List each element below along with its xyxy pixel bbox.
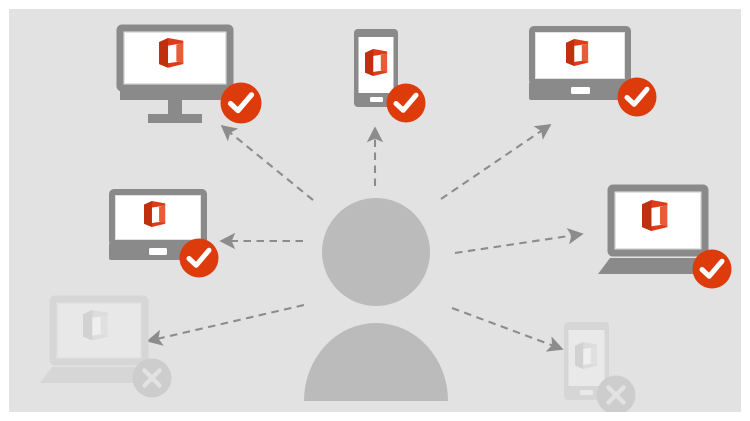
office-logo-icon	[159, 38, 184, 68]
device-desktop-top-left[interactable]	[116, 24, 264, 130]
office-logo-icon	[83, 310, 108, 341]
office-logo-icon	[566, 39, 589, 67]
avatar-head-icon	[322, 198, 430, 306]
arrow-to-bottom-right	[451, 307, 564, 352]
x-circle-icon	[596, 375, 636, 412]
diagram-canvas	[9, 9, 741, 412]
device-laptop-mid-left[interactable]	[108, 189, 230, 280]
device-laptop-mid-right[interactable]	[598, 184, 733, 290]
device-laptop-bottom-left[interactable]	[40, 295, 175, 398]
office-logo-icon	[144, 201, 166, 227]
office-logo-icon	[365, 49, 388, 77]
x-circle-icon	[132, 358, 172, 398]
laptop-icon	[529, 26, 631, 100]
arrow-to-top-left	[220, 124, 314, 201]
arrow-to-mid-right	[454, 228, 584, 255]
desktop-monitor-icon	[116, 24, 234, 123]
check-circle-icon	[386, 83, 426, 123]
arrow-layer	[146, 124, 584, 352]
device-phone-bottom-right[interactable]	[560, 320, 640, 412]
avatar-body-icon	[304, 323, 448, 401]
laptop-icon	[40, 295, 152, 383]
check-circle-icon	[220, 82, 262, 124]
arrow-to-bottom-left	[146, 303, 305, 346]
office-logo-icon	[642, 200, 668, 232]
check-circle-icon	[692, 249, 732, 289]
device-phone-top-center[interactable]	[351, 27, 427, 125]
check-circle-icon	[617, 77, 657, 117]
user-avatar	[304, 198, 448, 401]
device-laptop-top-right[interactable]	[528, 26, 657, 119]
diagram-scene	[9, 9, 741, 412]
check-circle-icon	[179, 238, 219, 278]
office-logo-icon	[575, 342, 598, 370]
arrow-to-top-right	[440, 124, 552, 200]
